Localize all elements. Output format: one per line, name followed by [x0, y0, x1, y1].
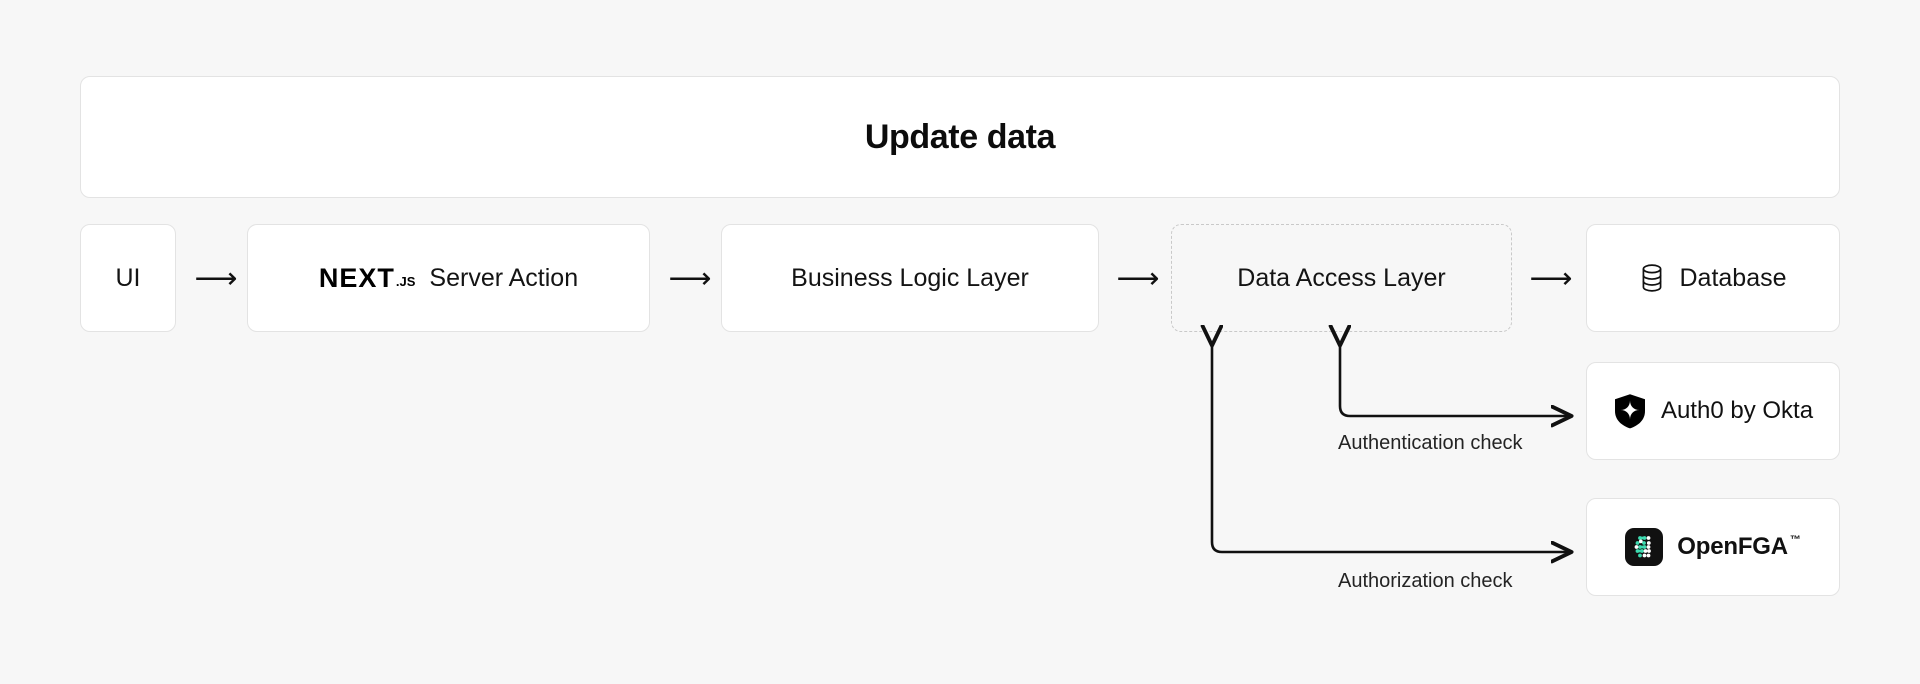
page-title: Update data [864, 117, 1056, 156]
node-business-logic-layer-label: Business Logic Layer [791, 263, 1029, 292]
node-auth0[interactable]: Auth0 by Okta [1586, 362, 1840, 460]
node-auth0-label: Auth0 by Okta [1660, 397, 1814, 424]
node-data-access-layer-label: Data Access Layer [1237, 263, 1446, 292]
auth0-shield-icon [1613, 393, 1647, 429]
openfga-trademark: ™ [1789, 534, 1801, 546]
arrow-data-access-to-database-icon: ⟶ [1529, 262, 1573, 295]
nextjs-logo-icon: NEXT.JS [319, 263, 416, 294]
node-database-label: Database [1679, 263, 1787, 292]
node-data-access-layer[interactable]: Data Access Layer [1171, 224, 1512, 332]
nextjs-wordmark: NEXT [318, 262, 395, 293]
arrow-server-action-to-business-logic-icon: ⟶ [668, 262, 712, 295]
openfga-logo-icon [1625, 528, 1664, 566]
connector-authentication-check [1340, 344, 1570, 416]
arrow-ui-to-server-action-icon: ⟶ [194, 262, 238, 295]
connector-authentication-check-label: Authentication check [1338, 432, 1523, 454]
arrow-business-logic-to-data-access-icon: ⟶ [1116, 262, 1160, 295]
node-ui-label: UI [115, 263, 141, 292]
node-server-action-label: Server Action [429, 263, 579, 292]
node-business-logic-layer[interactable]: Business Logic Layer [721, 224, 1099, 332]
node-ui[interactable]: UI [80, 224, 176, 332]
connector-authorization-check-label: Authorization check [1338, 570, 1513, 592]
nextjs-suffix: .JS [395, 273, 416, 289]
node-server-action[interactable]: NEXT.JS Server Action [247, 224, 650, 332]
title-card: Update data [80, 76, 1840, 198]
node-database[interactable]: Database [1586, 224, 1840, 332]
database-cylinder-icon [1639, 263, 1665, 293]
